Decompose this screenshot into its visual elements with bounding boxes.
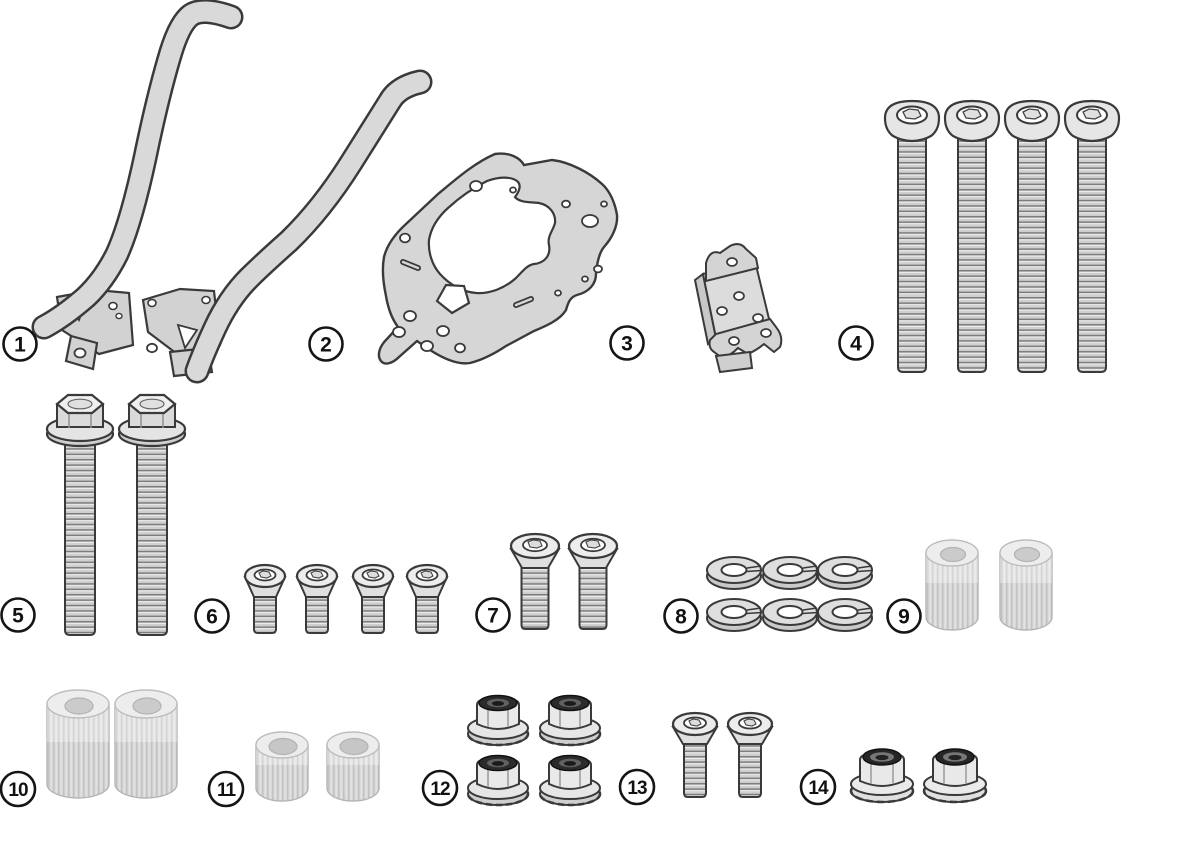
part-4-long-bolts	[883, 99, 1121, 374]
washer	[817, 556, 873, 590]
part-11-small-spacers	[255, 731, 380, 802]
long-bolt	[1063, 99, 1121, 374]
long-bolt	[1003, 99, 1061, 374]
part-2-label: 2	[308, 326, 344, 362]
spacer-bushing	[326, 731, 380, 802]
part-6-label: 6	[194, 598, 230, 634]
plate-center-cutout	[427, 176, 557, 295]
part-4-label: 4	[838, 325, 874, 361]
long-bolt	[883, 99, 941, 374]
part-9-number: 9	[898, 606, 910, 629]
part-3-label: 3	[609, 325, 645, 361]
part-7-large-countersunk-screws	[509, 532, 619, 631]
part-13-number: 13	[627, 778, 647, 799]
part-5-hex-flange-bolts	[45, 393, 187, 637]
part-14-number: 14	[808, 778, 829, 799]
part-10-label: 10	[0, 770, 37, 808]
countersunk-screw	[567, 532, 619, 631]
stay-left-tube	[31, 0, 244, 340]
part-12-label: 12	[421, 769, 459, 807]
part-12-number: 12	[430, 779, 450, 800]
stay-right-tube	[184, 69, 433, 384]
plate-slots	[400, 259, 534, 308]
bracket-holes	[716, 257, 772, 346]
countersunk-screw	[295, 563, 339, 635]
part-9-short-spacers	[925, 539, 1053, 631]
part-14-label: 14	[799, 768, 837, 806]
hex-flange-bolt	[117, 393, 187, 637]
part-8-washers	[706, 556, 873, 632]
washer	[706, 556, 762, 590]
part-8-label: 8	[663, 598, 699, 634]
flange-nut	[538, 694, 602, 747]
part-2-monorack-plate	[377, 152, 619, 365]
part-1-label: 1	[2, 326, 38, 362]
part-1-number: 1	[14, 334, 26, 357]
washer	[762, 556, 818, 590]
countersunk-screw	[351, 563, 395, 635]
countersunk-screw	[509, 532, 561, 631]
long-bolt	[943, 99, 1001, 374]
knurled-spacer	[925, 539, 979, 631]
countersunk-screw	[726, 711, 774, 799]
countersunk-screw	[405, 563, 449, 635]
part-2-number: 2	[320, 334, 332, 357]
knurled-spacer	[46, 689, 110, 799]
hex-flange-bolt	[45, 393, 115, 637]
washer	[706, 598, 762, 632]
flange-nut	[466, 754, 530, 807]
countersunk-screw	[671, 711, 719, 799]
flange-nut	[466, 694, 530, 747]
part-12-flange-nuts	[466, 694, 602, 807]
part-7-label: 7	[475, 597, 511, 633]
part-10-number: 10	[8, 780, 28, 801]
part-5-label: 5	[0, 597, 36, 633]
part-11-number: 11	[217, 780, 237, 801]
part-labels: 1 2 3 4 5 6 7 8	[0, 325, 922, 808]
part-14-lock-nuts	[849, 747, 988, 804]
knurled-spacer	[114, 689, 178, 799]
plate-holes	[392, 180, 608, 354]
part-4-number: 4	[850, 333, 862, 356]
part-8-number: 8	[675, 606, 687, 629]
part-6-small-countersunk-screws	[243, 563, 449, 635]
washer	[762, 598, 818, 632]
knurled-spacer	[999, 539, 1053, 631]
plate-pentagon-cutout	[435, 283, 471, 315]
part-11-label: 11	[207, 770, 245, 808]
part-9-label: 9	[886, 598, 922, 634]
flange-lock-nut	[849, 747, 915, 804]
part-7-number: 7	[487, 605, 499, 628]
part-1-rack-side-stays	[31, 0, 433, 384]
part-10-tall-spacers	[46, 689, 178, 799]
part-13-countersunk-screws	[671, 711, 774, 799]
countersunk-screw	[243, 563, 287, 635]
part-6-number: 6	[206, 606, 218, 629]
part-5-number: 5	[12, 605, 24, 628]
flange-lock-nut	[922, 747, 988, 804]
part-3-number: 3	[621, 333, 633, 356]
spacer-bushing	[255, 731, 309, 802]
part-13-label: 13	[618, 768, 656, 806]
washer	[817, 598, 873, 632]
flange-nut	[538, 754, 602, 807]
part-3-support-bracket	[693, 243, 783, 374]
